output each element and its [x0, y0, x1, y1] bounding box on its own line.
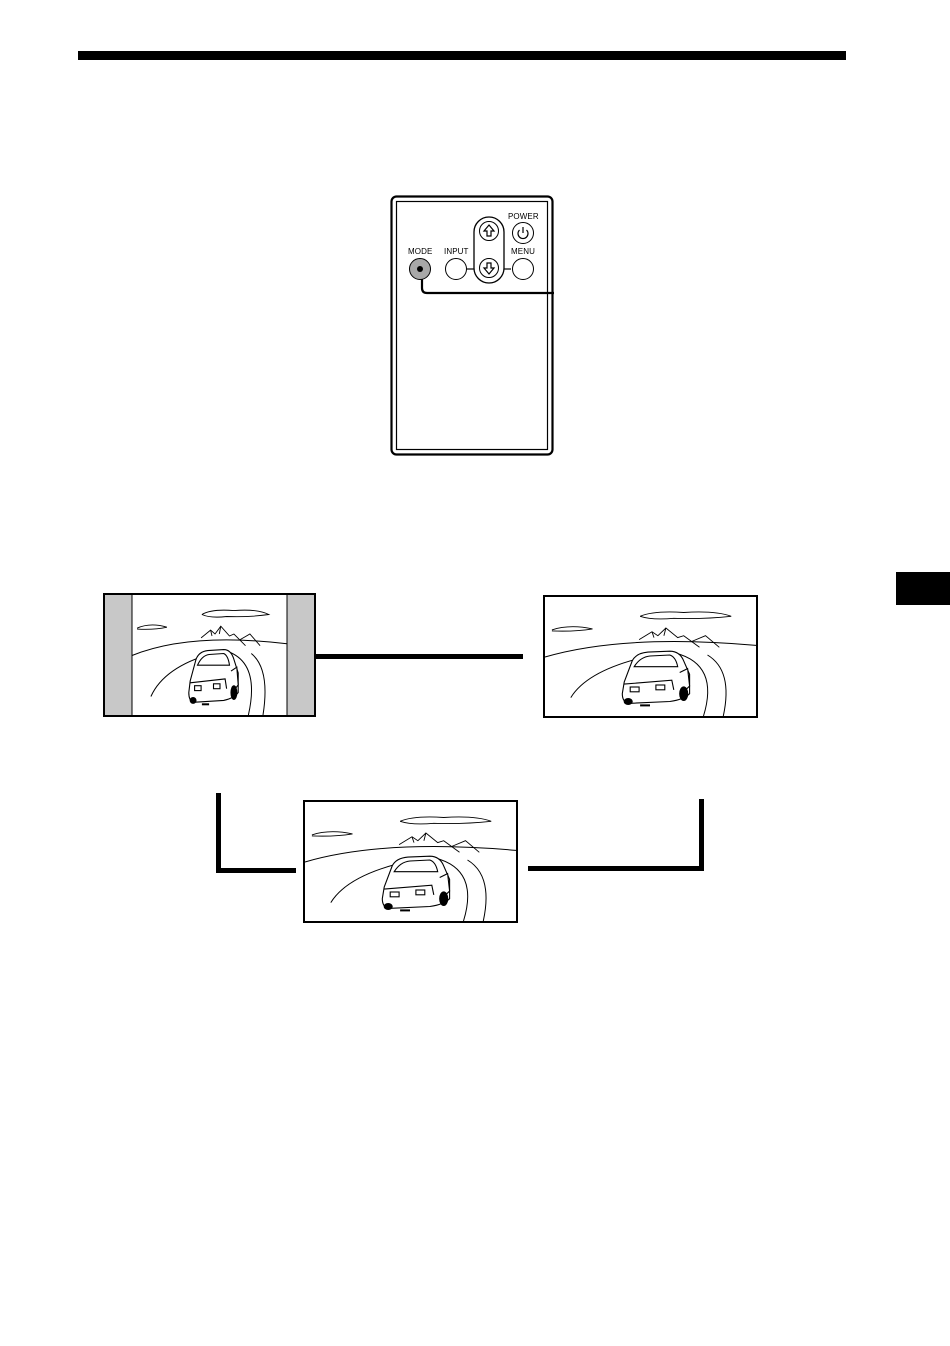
screen-zoom-frame: [303, 800, 518, 923]
up-button[interactable]: [479, 221, 499, 241]
connector-right-vertical: [699, 799, 704, 871]
left-side-bar: [105, 595, 132, 715]
right-side-bar: [287, 595, 314, 715]
down-arrow-icon: [480, 259, 498, 277]
screen-normal: [103, 593, 316, 717]
menu-label: MENU: [511, 248, 535, 256]
mode-button-dot: [417, 266, 423, 272]
menu-button[interactable]: [512, 258, 534, 280]
connector-left-horizontal: [216, 868, 296, 873]
header-rule: [78, 51, 846, 60]
connector-left-vertical: [216, 793, 221, 873]
remote-control: MODE INPUT POWER MENU: [390, 195, 554, 456]
mode-label: MODE: [408, 248, 432, 256]
input-button[interactable]: [445, 258, 467, 280]
screen-zoom: [303, 800, 518, 923]
screen-wide-frame: [543, 595, 758, 718]
connector-right-horizontal: [528, 866, 704, 871]
screen-normal-frame: [103, 593, 316, 717]
up-arrow-icon: [480, 222, 498, 240]
power-icon: [513, 223, 533, 243]
power-label: POWER: [508, 213, 539, 221]
connector-normal-to-wide: [316, 654, 523, 659]
input-label: INPUT: [444, 248, 469, 256]
power-button[interactable]: [512, 222, 534, 244]
screen-wide: [543, 595, 758, 718]
section-tab: [896, 572, 950, 605]
down-button[interactable]: [479, 258, 499, 278]
car: [189, 650, 238, 705]
